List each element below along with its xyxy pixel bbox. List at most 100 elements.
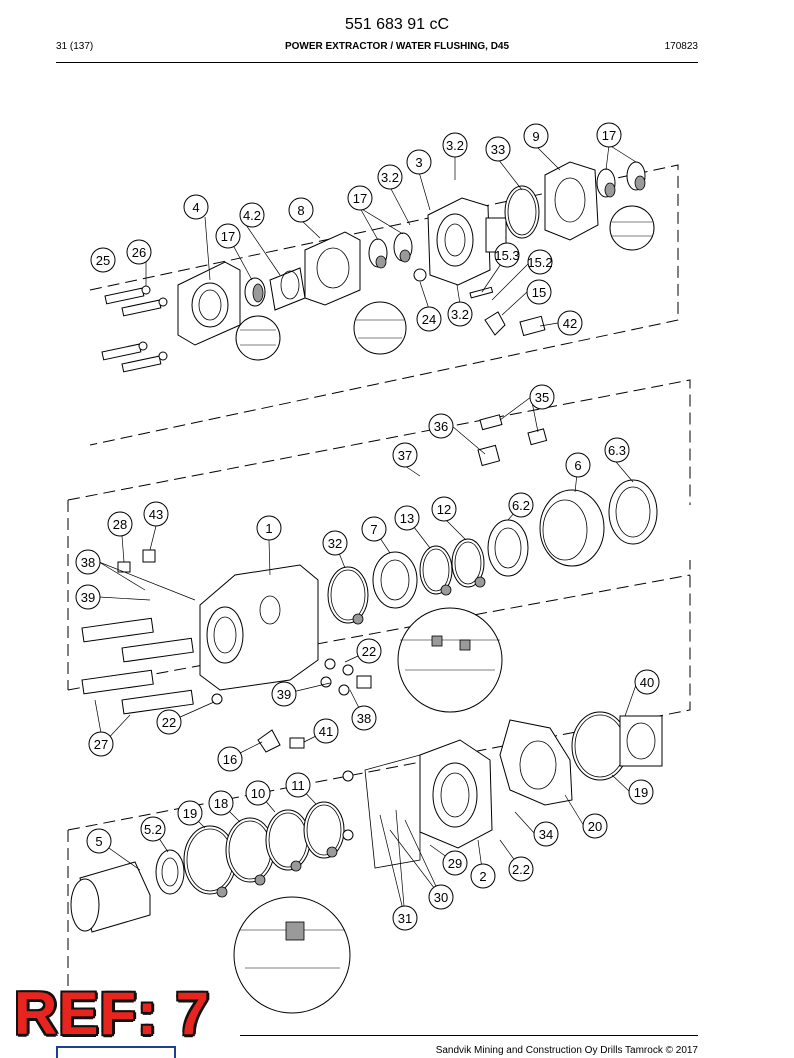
callout-label: 42: [557, 310, 583, 336]
header-rule: [56, 62, 698, 63]
callout-label: 26: [126, 239, 152, 265]
svg-text:6: 6: [574, 458, 581, 473]
callout-label: 29: [442, 850, 468, 876]
svg-text:2.2: 2.2: [512, 862, 530, 877]
callout-label: 43: [143, 501, 169, 527]
callout-label: 3.2: [447, 301, 473, 327]
callout-label: 11: [285, 772, 311, 798]
footer-copyright: Sandvik Mining and Construction Oy Drill…: [435, 1045, 698, 1056]
svg-text:18: 18: [214, 796, 228, 811]
svg-text:5: 5: [95, 834, 102, 849]
svg-text:33: 33: [491, 142, 505, 157]
svg-text:3: 3: [415, 155, 422, 170]
callout-label: 17: [347, 185, 373, 211]
callout-label: 38: [75, 549, 101, 575]
callout-label: 4: [183, 194, 209, 220]
svg-text:26: 26: [132, 245, 146, 260]
callout-label: 19: [177, 800, 203, 826]
callout-label: 17: [215, 223, 241, 249]
bottom-assembly: [70, 719, 573, 1014]
callout-label: 3.2: [442, 132, 468, 158]
middle-assembly: [81, 414, 663, 781]
callout-label: 2: [470, 863, 496, 889]
callout-label: 12: [431, 496, 457, 522]
svg-text:1: 1: [265, 521, 272, 536]
svg-text:3.2: 3.2: [446, 138, 464, 153]
callout-label: 20: [582, 813, 608, 839]
svg-text:15.3: 15.3: [494, 248, 519, 263]
callout-label: 6: [565, 452, 591, 478]
sandvik-logo: [56, 1046, 176, 1058]
svg-text:16: 16: [223, 752, 237, 767]
document-date: 170823: [664, 41, 698, 52]
svg-text:34: 34: [539, 827, 553, 842]
svg-text:29: 29: [448, 856, 462, 871]
svg-text:3.2: 3.2: [381, 170, 399, 185]
svg-text:13: 13: [400, 511, 414, 526]
callout-label: 17: [596, 122, 622, 148]
svg-text:19: 19: [183, 806, 197, 821]
svg-text:43: 43: [149, 507, 163, 522]
callout-label: 36: [428, 413, 454, 439]
svg-text:17: 17: [221, 229, 235, 244]
callout-label: 8: [288, 197, 314, 223]
svg-text:20: 20: [588, 819, 602, 834]
svg-text:3.2: 3.2: [451, 307, 469, 322]
svg-text:22: 22: [162, 715, 176, 730]
svg-text:25: 25: [96, 253, 110, 268]
svg-text:19: 19: [634, 785, 648, 800]
svg-text:32: 32: [328, 536, 342, 551]
top-assembly: [101, 161, 655, 373]
callout-label: 3: [406, 149, 432, 175]
svg-text:9: 9: [532, 129, 539, 144]
callout-label: 19: [628, 779, 654, 805]
svg-text:38: 38: [357, 711, 371, 726]
callout-label: 32: [322, 530, 348, 556]
ref-stamp: REF: 7: [14, 980, 211, 1047]
svg-text:38: 38: [81, 555, 95, 570]
svg-text:42: 42: [563, 316, 577, 331]
svg-text:2: 2: [479, 869, 486, 884]
callout-label: 30: [428, 884, 454, 910]
svg-text:22: 22: [362, 644, 376, 659]
callout-label: 24: [416, 306, 442, 332]
callout-label: 16: [217, 746, 243, 772]
svg-text:39: 39: [81, 590, 95, 605]
callout-label: 5: [86, 828, 112, 854]
svg-text:31: 31: [398, 911, 412, 926]
svg-text:7: 7: [370, 522, 377, 537]
callout-label: 15: [526, 279, 552, 305]
callout-label: 5.2: [140, 816, 166, 842]
callout-label: 13: [394, 505, 420, 531]
svg-text:37: 37: [398, 448, 412, 463]
svg-text:10: 10: [251, 786, 265, 801]
svg-text:24: 24: [422, 312, 436, 327]
callout-label: 33: [485, 136, 511, 162]
callout-label: 6.3: [604, 437, 630, 463]
callout-label: 2.2: [508, 856, 534, 882]
callout-label: 10: [245, 780, 271, 806]
callout-label: 25: [90, 247, 116, 273]
callout-label: 35: [529, 384, 555, 410]
svg-text:8: 8: [297, 203, 304, 218]
page-reference: 31 (137): [56, 41, 94, 52]
svg-text:11: 11: [291, 778, 305, 793]
callout-label: 15.2: [527, 249, 553, 275]
svg-text:41: 41: [319, 724, 333, 739]
svg-text:28: 28: [113, 517, 127, 532]
svg-text:5.2: 5.2: [144, 822, 162, 837]
svg-text:4.2: 4.2: [243, 208, 261, 223]
callout-label: 40: [634, 669, 660, 695]
callout-label: 15.3: [494, 242, 520, 268]
svg-text:15.2: 15.2: [527, 255, 552, 270]
footer-rule: [240, 1035, 698, 1036]
svg-text:35: 35: [535, 390, 549, 405]
callout-label: 22: [156, 709, 182, 735]
callout-label: 38: [351, 705, 377, 731]
svg-text:6.2: 6.2: [512, 498, 530, 513]
svg-text:30: 30: [434, 890, 448, 905]
callout-label: 18: [208, 790, 234, 816]
section-title: POWER EXTRACTOR / WATER FLUSHING, D45: [284, 41, 510, 52]
svg-text:15: 15: [532, 285, 546, 300]
section-boundaries: [67, 164, 691, 990]
